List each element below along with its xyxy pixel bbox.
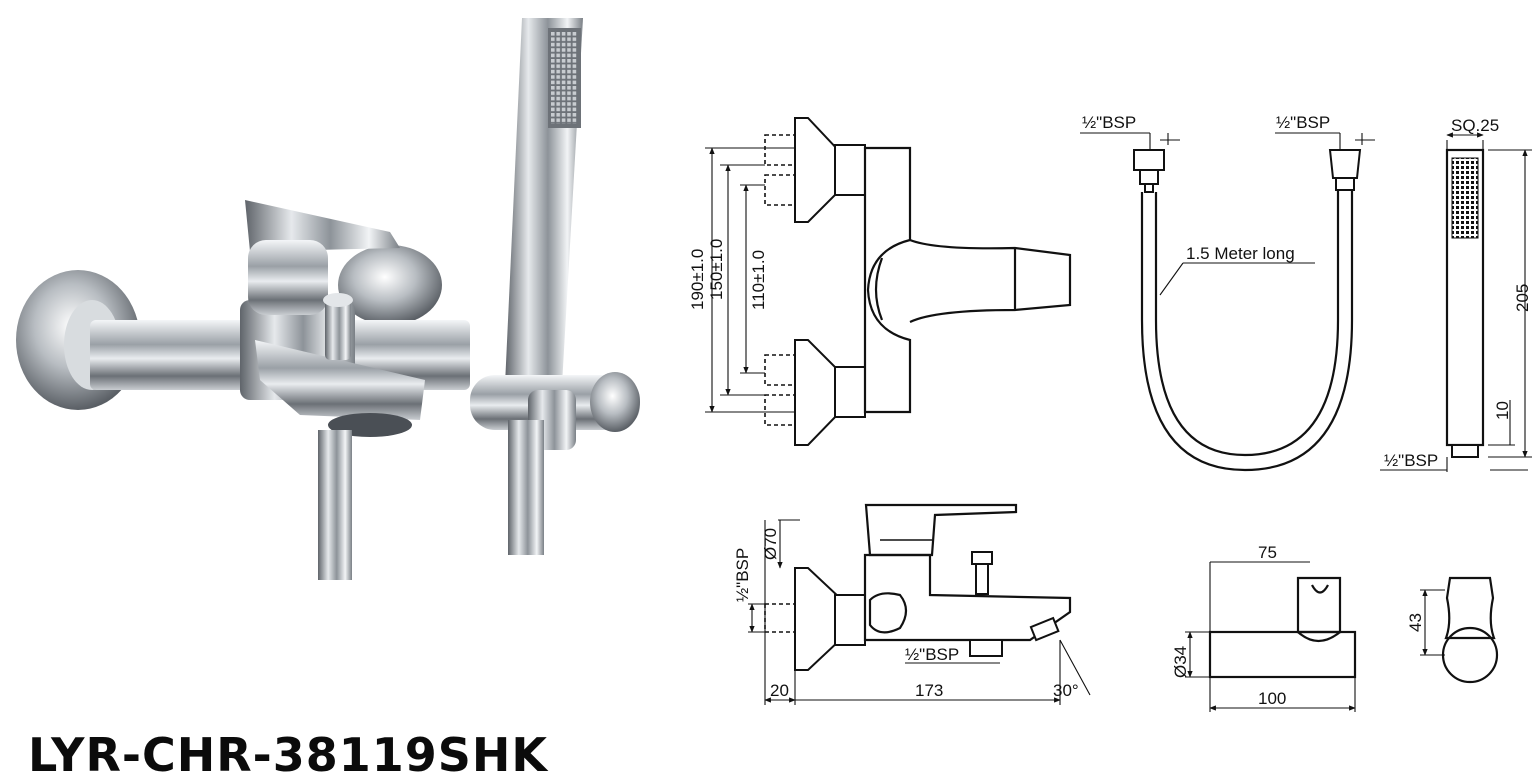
holder-side-view: 43 bbox=[1406, 576, 1499, 684]
holder-width-top: 75 bbox=[1258, 543, 1277, 562]
shower-thread: ½"BSP bbox=[1384, 451, 1438, 470]
hand-shower-view: SQ.25 205 10 ½"BSP bbox=[1380, 116, 1532, 472]
dim-190: 190±1.0 bbox=[688, 249, 707, 310]
holder-side-height: 43 bbox=[1406, 613, 1425, 632]
hand-shower bbox=[505, 18, 583, 385]
outlet-pipe bbox=[318, 430, 352, 580]
side-spout-length: 173 bbox=[915, 681, 943, 700]
side-view: ½"BSP Ø70 ½"BSP 20 173 30° bbox=[733, 503, 1091, 705]
side-outlet-thread: ½"BSP bbox=[905, 645, 959, 664]
dim-150: 150±1.0 bbox=[707, 239, 726, 300]
side-spout-angle: 30° bbox=[1053, 681, 1079, 700]
holder-base-width: 100 bbox=[1258, 689, 1286, 708]
spray-nozzle-grid bbox=[551, 32, 578, 124]
product-photo bbox=[16, 18, 640, 580]
model-code: LYR-CHR-38119SHK bbox=[28, 728, 549, 782]
side-wall-offset: 20 bbox=[770, 681, 789, 700]
side-flange-dia: Ø70 bbox=[761, 528, 780, 560]
side-inlet-thread: ½"BSP bbox=[733, 548, 752, 602]
shower-head-size: SQ.25 bbox=[1451, 116, 1499, 135]
diverter-knob bbox=[323, 293, 353, 360]
shower-length: 205 bbox=[1513, 284, 1532, 312]
hose-length-note: 1.5 Meter long bbox=[1186, 244, 1295, 263]
right-wall-flange bbox=[338, 245, 442, 325]
lever-handle bbox=[245, 200, 400, 315]
hose-right-thread: ½"BSP bbox=[1276, 113, 1330, 132]
hose-left-thread: ½"BSP bbox=[1082, 113, 1136, 132]
shower-thread-length: 10 bbox=[1493, 401, 1512, 420]
dim-110: 110±1.0 bbox=[749, 250, 768, 310]
front-view: 190±1.0 150±1.0 110±1.0 bbox=[688, 117, 1072, 446]
mixer-body bbox=[90, 300, 470, 437]
holder-view: 75 Ø34 100 bbox=[1171, 543, 1357, 712]
shower-hose bbox=[508, 420, 544, 555]
holder-base-dia: Ø34 bbox=[1171, 646, 1190, 678]
hose-view: ½"BSP ½"BSP 1.5 Meter long bbox=[1080, 113, 1375, 472]
